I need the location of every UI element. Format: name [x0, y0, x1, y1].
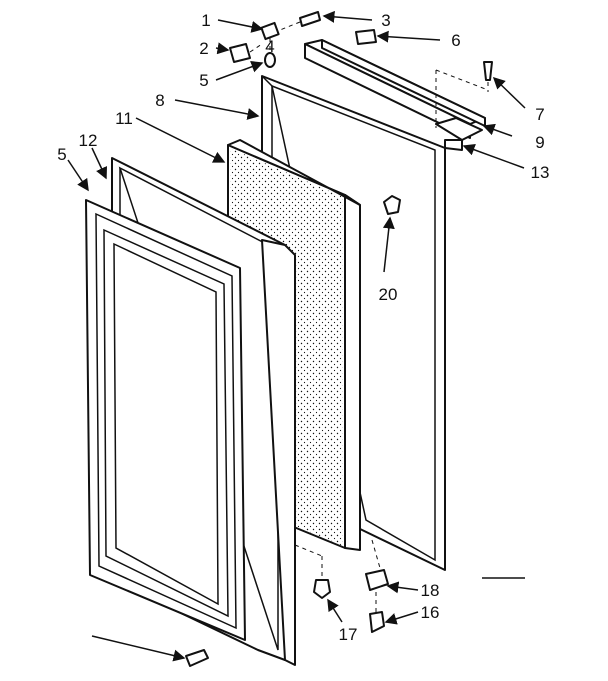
channel-clip — [355, 29, 377, 45]
hinge-spacer — [229, 43, 263, 63]
bottom-bushing — [313, 556, 331, 599]
door-handle-plug — [185, 649, 209, 667]
callout-11: 7 — [535, 105, 544, 124]
callout-4: 8 — [155, 91, 164, 110]
bottom-hinge-bracket — [365, 539, 389, 591]
callout-5-top: 5 — [199, 71, 208, 90]
top-channel — [304, 39, 486, 151]
callout-13: 9 — [535, 133, 544, 152]
callout-1: 5 — [57, 145, 66, 164]
callout-7: 1 — [201, 11, 210, 30]
callout-17: 18 — [421, 581, 440, 600]
callout-20: 20 — [379, 285, 398, 304]
hinge-screw-top — [279, 11, 321, 31]
callout-2: 12 — [79, 131, 98, 150]
callout-9: 6 — [451, 31, 460, 50]
bottom-hinge-screw — [369, 592, 385, 633]
callout-6: 2 — [199, 39, 208, 58]
door-gasket — [85, 199, 246, 641]
callout-3: 11 — [115, 109, 133, 128]
door-stop — [383, 195, 401, 215]
leader-lines — [67, 10, 526, 662]
callout-8a: 3 — [381, 11, 390, 30]
callout-12: 13 — [531, 163, 550, 182]
callout-18: 16 — [421, 603, 440, 622]
callout-5-bottom: 17 — [339, 625, 358, 644]
callout-8b: 4 — [265, 37, 274, 56]
channel-screw — [435, 61, 493, 128]
callout-labels: 1 2 3 4 5 6 7 8 9 11 13 12 20 5 17 18 16 — [57, 11, 549, 644]
hinge-pin-top — [260, 21, 280, 68]
